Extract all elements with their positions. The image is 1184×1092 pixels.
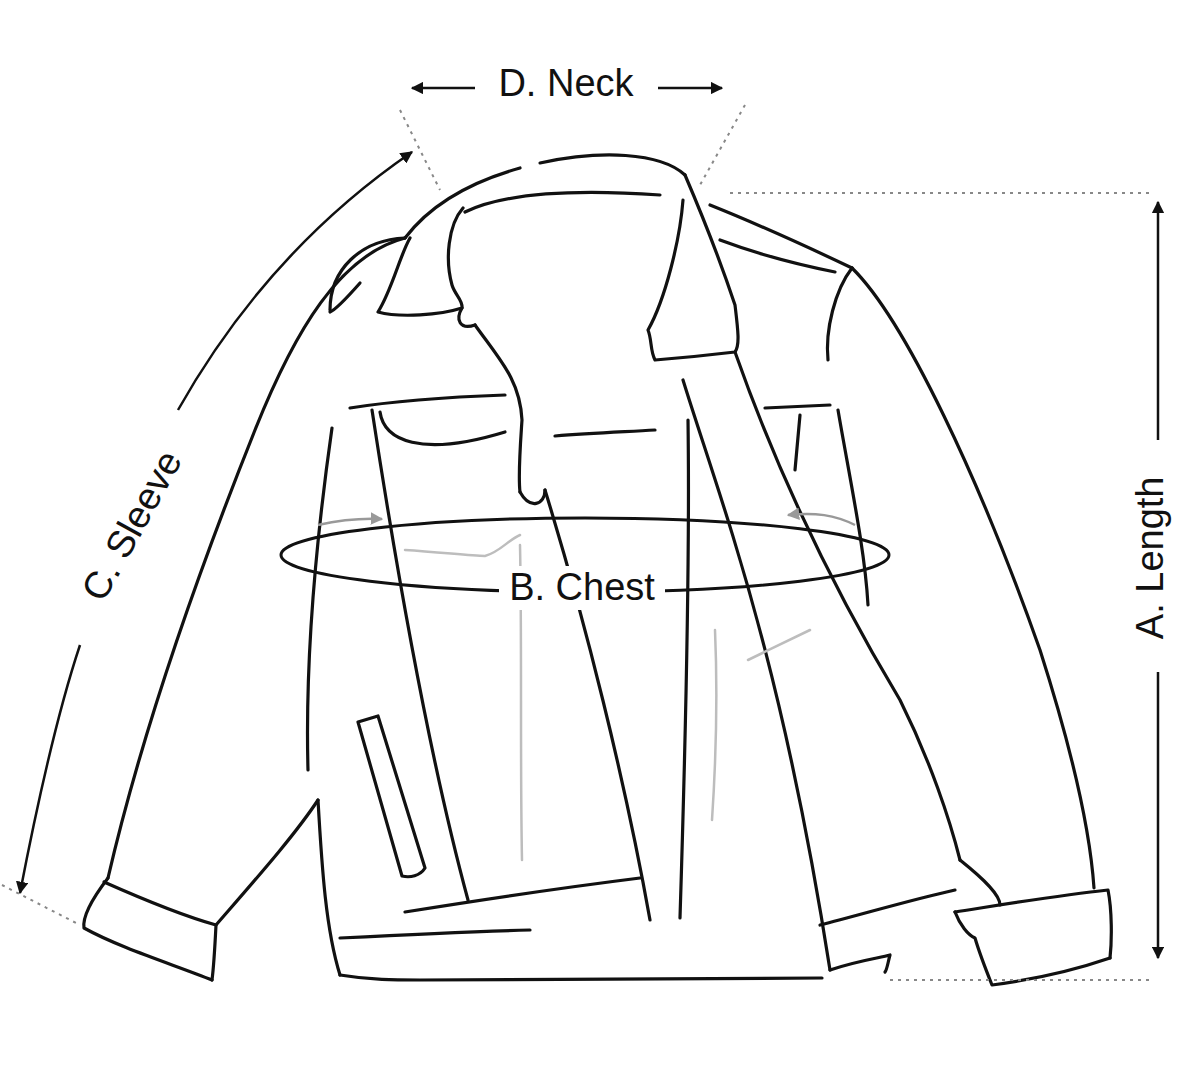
lining-line: [680, 420, 688, 918]
body-side: [318, 800, 340, 975]
extension-line: [700, 105, 745, 185]
hem: [340, 975, 822, 980]
lining-line: [748, 630, 810, 660]
pocket: [765, 405, 830, 408]
yoke-seam: [555, 430, 655, 436]
sleeve-outline: [216, 800, 318, 925]
front-edge: [475, 325, 522, 492]
front-edge: [545, 490, 650, 920]
side-pocket: [358, 716, 425, 877]
chest-arrow: [788, 514, 855, 525]
dimension-arrow: [412, 87, 475, 90]
lining-line: [712, 630, 716, 820]
collar-line: [405, 168, 520, 238]
dimension-lines: [20, 88, 1158, 958]
sleeve-outline: [852, 268, 1094, 888]
sleeve-outline: [820, 890, 955, 925]
chest-arrow: [318, 519, 382, 525]
collar-line: [465, 192, 660, 212]
front-lining-edge: [735, 352, 960, 860]
jacket-outline: [84, 155, 1112, 985]
dimension-label: D. Neck: [488, 62, 643, 106]
dimension-arrow: [20, 645, 80, 893]
lining-line: [405, 535, 520, 556]
dimension-label: B. Chest: [499, 566, 665, 610]
yoke-seam: [720, 240, 835, 272]
waistband: [405, 878, 640, 912]
dimension-arrow: [178, 152, 412, 410]
pocket-flap: [380, 412, 505, 445]
cuff: [84, 878, 212, 980]
cuff: [104, 882, 216, 980]
collar-lapel: [459, 308, 475, 326]
lining-lines: [405, 535, 810, 860]
extension-lines: [2, 105, 1152, 980]
dimension-arrow: [1157, 202, 1160, 440]
dimension-label: A. Length: [1128, 467, 1172, 650]
dimension-arrow: [658, 87, 722, 90]
dimension-arrow: [1157, 672, 1160, 958]
shoulder-seam: [330, 238, 405, 310]
cuff: [955, 912, 1110, 985]
collar-line: [540, 155, 685, 175]
extension-line: [2, 885, 80, 925]
pocket: [795, 415, 800, 470]
sleeve-outline: [108, 238, 405, 878]
dimension-label: C. Sleeve: [68, 435, 196, 618]
front-edge: [683, 380, 830, 970]
shoulder-seam: [827, 268, 852, 360]
body-side: [308, 428, 332, 770]
sleeve-outline: [960, 860, 1000, 905]
collar-lapel: [648, 175, 738, 360]
pocket: [350, 395, 505, 408]
extension-line: [730, 192, 1152, 194]
front-edge: [520, 490, 545, 504]
waistband: [340, 930, 530, 938]
extension-line: [890, 979, 1152, 981]
chest-arrows: [318, 514, 855, 525]
extension-line: [400, 110, 440, 190]
hem: [830, 955, 890, 972]
collar-lapel: [378, 208, 463, 315]
